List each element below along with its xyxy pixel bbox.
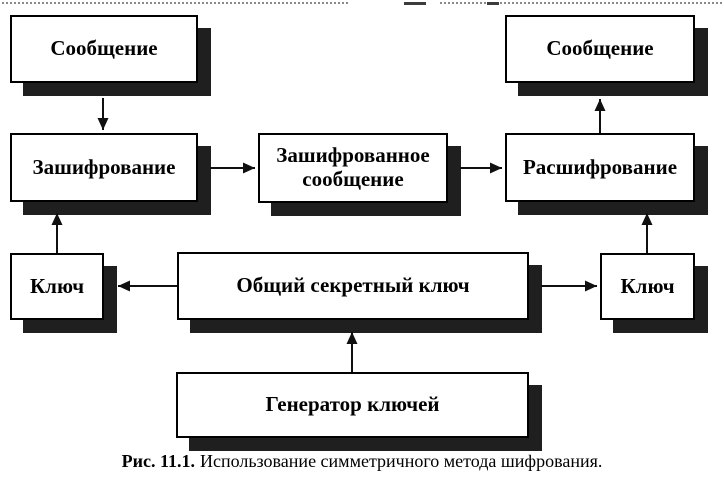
top-scan-artifact-right bbox=[440, 2, 722, 4]
figure-caption-text: Использование симметричного метода шифро… bbox=[199, 451, 603, 471]
node-encrypted-message: Зашифрованное сообщение bbox=[258, 133, 448, 203]
figure-caption-number: Рис. 11.1. bbox=[121, 451, 195, 471]
node-shared-secret-key: Общий секретный ключ bbox=[177, 252, 529, 320]
figure-caption: Рис. 11.1.Использование симметричного ме… bbox=[0, 451, 724, 472]
node-message-left: Сообщение bbox=[10, 15, 198, 83]
node-decrypt: Расшифрование bbox=[505, 133, 695, 202]
top-scan-artifact-dash bbox=[404, 2, 426, 5]
top-scan-artifact-left bbox=[2, 2, 348, 4]
top-scan-artifact-dash bbox=[487, 2, 499, 5]
node-encrypt: Зашифрование bbox=[10, 133, 198, 202]
node-message-right: Сообщение bbox=[505, 15, 695, 83]
node-key-left: Ключ bbox=[10, 253, 104, 320]
node-key-generator: Генератор ключей bbox=[176, 372, 529, 438]
node-key-right: Ключ bbox=[600, 253, 695, 320]
